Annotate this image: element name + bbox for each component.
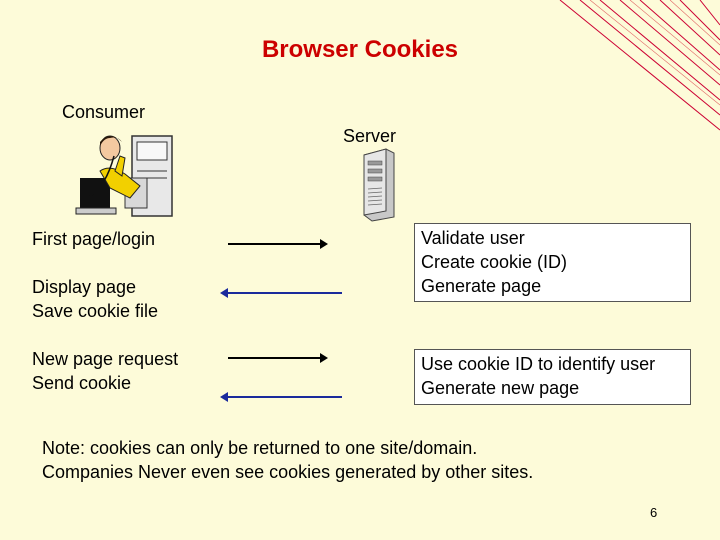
step-text: Send cookie xyxy=(32,373,132,393)
person-on-phone-icon xyxy=(75,135,173,217)
server-label: Server xyxy=(343,126,397,146)
note-line: Companies Never even see cookies generat… xyxy=(42,462,534,482)
step-first-page-login: First page/login xyxy=(32,227,155,251)
note-text: Note: cookies can only be returned to on… xyxy=(42,436,533,484)
note-line: Note: cookies can only be returned to on… xyxy=(42,438,478,458)
step-new-request-send: New page request Send cookie xyxy=(32,347,178,395)
server-box-validate: Validate user Create cookie (ID) Generat… xyxy=(414,223,691,302)
step-text: Save cookie file xyxy=(32,301,159,321)
request-arrow-right-1 xyxy=(228,239,328,249)
step-display-save: Display page Save cookie file xyxy=(32,275,158,323)
response-arrow-left-2 xyxy=(220,392,342,402)
step-text: New page request xyxy=(32,349,179,369)
server-tower-icon xyxy=(363,148,395,222)
slide-title: Browser Cookies xyxy=(261,36,459,63)
box-line: Generate new page xyxy=(421,378,580,398)
response-arrow-left-1 xyxy=(220,288,342,298)
request-arrow-right-2 xyxy=(228,353,328,363)
step-text: Display page xyxy=(32,277,137,297)
box-line: Create cookie (ID) xyxy=(421,252,568,272)
box-line: Generate page xyxy=(421,276,542,296)
page-number: 6 xyxy=(650,505,658,520)
box-line: Use cookie ID to identify user xyxy=(421,354,656,374)
step-text: First page/login xyxy=(32,229,156,249)
server-box-identify: Use cookie ID to identify user Generate … xyxy=(414,349,691,405)
box-line: Validate user xyxy=(421,228,525,248)
consumer-label: Consumer xyxy=(62,102,146,122)
